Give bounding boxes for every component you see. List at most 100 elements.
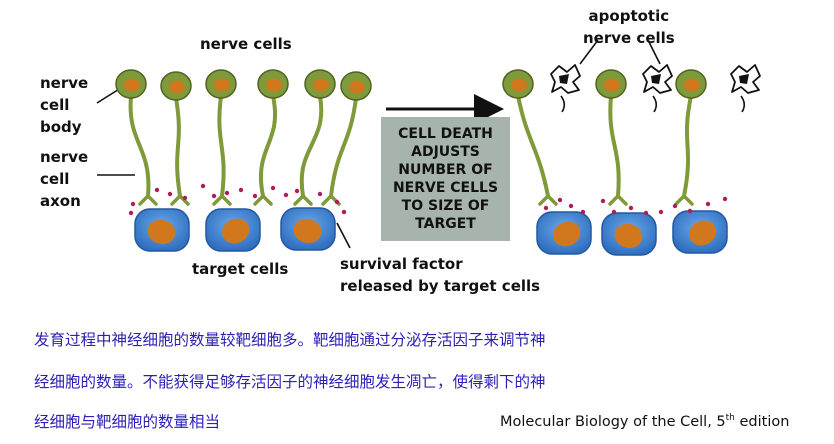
survival-factor-dot bbox=[611, 209, 617, 215]
nerve-cell bbox=[205, 69, 237, 206]
nerve-cell-axon bbox=[608, 94, 621, 198]
survival-factor-dot bbox=[211, 193, 217, 199]
nerve-cell-nucleus bbox=[511, 78, 527, 92]
axon-terminal bbox=[538, 193, 558, 206]
survival-factor-dot bbox=[672, 203, 678, 209]
nerve-cell-body-label: nerve cell body bbox=[40, 74, 89, 136]
target-cell bbox=[672, 210, 728, 254]
survival-factor-dot bbox=[294, 188, 300, 194]
box-line: ADJUSTS bbox=[411, 144, 480, 160]
box-line: TO SIZE OF bbox=[401, 198, 490, 214]
cell-death-box: CELL DEATH ADJUSTS NUMBER OF NERVE CELLS… bbox=[381, 117, 510, 241]
caption-line-2: 经细胞的数量。不能获得足够存活因子的神经细胞发生凋亡，使得剩下的神 bbox=[34, 373, 546, 391]
apoptotic-debris bbox=[560, 95, 566, 113]
survival-factor-dot bbox=[154, 187, 160, 193]
survival-factor-dot bbox=[317, 191, 323, 197]
nerve-cell-axon bbox=[174, 96, 182, 198]
axon-terminal bbox=[674, 193, 694, 206]
survival-factor-dot bbox=[658, 209, 664, 215]
survival-factor-dot bbox=[628, 205, 634, 211]
axon-terminal bbox=[170, 193, 190, 206]
nerve-cell-nucleus bbox=[124, 78, 140, 92]
axon-terminal bbox=[253, 193, 273, 206]
cell-death-diagram bbox=[96, 39, 761, 256]
neuron-group bbox=[115, 69, 707, 206]
target-cell bbox=[134, 208, 190, 252]
survival-factor-dot bbox=[600, 198, 606, 204]
survival-factor-dot bbox=[167, 191, 173, 197]
survival-factor-dot bbox=[722, 196, 728, 202]
caption-line-3: 经细胞与靶细胞的数量相当 bbox=[34, 413, 221, 431]
survival-factor-dot bbox=[687, 208, 693, 214]
target-cell-nucleus bbox=[614, 223, 643, 249]
survival-factor-dot bbox=[543, 205, 549, 211]
target-cell-group bbox=[134, 207, 728, 256]
nerve-cell bbox=[674, 69, 707, 206]
nerve-cell-axon bbox=[299, 94, 324, 198]
survival-factor-dot bbox=[568, 203, 574, 209]
apoptotic-cell-fragment bbox=[739, 74, 749, 84]
axon-terminal bbox=[138, 193, 158, 206]
nerve-cell-axon bbox=[217, 94, 226, 198]
survival-factor-dot bbox=[130, 201, 136, 207]
apoptotic-cell-fragment bbox=[559, 74, 569, 84]
nerve-cell bbox=[115, 69, 158, 206]
nerve-cell-nucleus bbox=[684, 78, 700, 92]
target-cells-label: target cells bbox=[192, 260, 289, 278]
nerve-cell-axon bbox=[329, 96, 358, 198]
target-cell bbox=[280, 207, 336, 251]
target-cell bbox=[536, 211, 592, 255]
apoptotic-pointer-line-1 bbox=[579, 39, 599, 65]
survival-factor-dot bbox=[334, 199, 340, 205]
caption-line-1: 发育过程中神经细胞的数量较靶细胞多。靶细胞通过分泌存活因子来调节神 bbox=[34, 331, 546, 349]
survival-factor-dot bbox=[128, 210, 134, 216]
target-cell bbox=[205, 208, 261, 252]
nerve-cell-nucleus bbox=[313, 78, 329, 92]
box-line: NERVE CELLS bbox=[392, 180, 499, 196]
survival-factor-dot bbox=[270, 185, 276, 191]
survival-factor-dot bbox=[580, 209, 586, 215]
apoptotic-debris bbox=[652, 95, 658, 113]
survival-factor-dot bbox=[557, 197, 563, 203]
target-cell-nucleus bbox=[552, 221, 581, 247]
apoptotic-cell-group bbox=[550, 64, 761, 113]
box-line: NUMBER OF bbox=[398, 162, 493, 178]
apoptotic-debris bbox=[740, 95, 746, 113]
apoptotic-pointer-line-2 bbox=[647, 39, 661, 65]
survival-factor-dot bbox=[238, 187, 244, 193]
nerve-cell bbox=[253, 69, 289, 206]
axon-terminal bbox=[293, 193, 313, 206]
nerve-cell-nucleus bbox=[169, 80, 185, 94]
survival-factor-dot bbox=[200, 183, 206, 189]
survival-factor-dot bbox=[182, 195, 188, 201]
box-line: TARGET bbox=[415, 216, 476, 232]
axon-terminal bbox=[212, 193, 232, 206]
survival-factor-label: survival factor released by target cells bbox=[340, 255, 541, 295]
apoptotic-cell-fragment bbox=[651, 74, 661, 84]
nerve-cell-nucleus bbox=[349, 80, 365, 94]
target-cell-nucleus bbox=[221, 218, 250, 244]
axon-terminal bbox=[608, 193, 628, 206]
survival-factor-dot bbox=[643, 210, 649, 216]
nerve-cell-nucleus bbox=[604, 78, 620, 92]
box-line: CELL DEATH bbox=[398, 126, 493, 142]
apoptotic-label: apoptotic nerve cells bbox=[583, 7, 675, 47]
target-cell bbox=[601, 212, 657, 256]
apoptotic-nerve-cell bbox=[642, 64, 673, 113]
nerve-cell bbox=[502, 69, 558, 206]
nerve-cell bbox=[160, 71, 192, 206]
nerve-cell-axon bbox=[682, 94, 693, 198]
target-cell-nucleus bbox=[147, 219, 176, 245]
nerve-cell-nucleus bbox=[214, 78, 230, 92]
apoptotic-nerve-cell bbox=[730, 64, 761, 113]
survival-factor-dots bbox=[128, 183, 728, 216]
survival-factor-dot bbox=[341, 209, 347, 215]
apoptotic-nerve-cell bbox=[550, 64, 581, 113]
nerve-cell-nucleus bbox=[266, 78, 282, 92]
survival-factor-dot bbox=[224, 190, 230, 196]
nerve-cell-axon bbox=[258, 94, 278, 198]
nerve-cell bbox=[595, 69, 628, 206]
target-cell-nucleus bbox=[293, 218, 322, 244]
survival-factor-dot bbox=[283, 192, 289, 198]
survival-factor-dot bbox=[252, 193, 258, 199]
